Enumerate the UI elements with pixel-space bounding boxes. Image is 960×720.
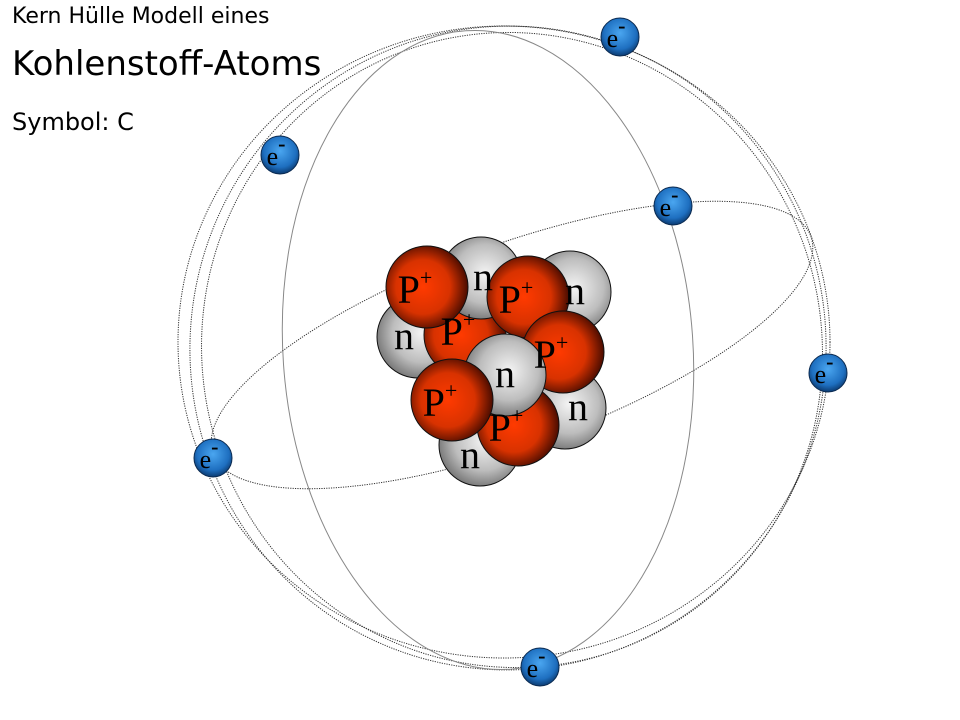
electron-sphere	[808, 353, 848, 393]
electron: e-	[600, 13, 640, 57]
proton-label: P+	[398, 265, 433, 312]
electron: e-	[193, 434, 233, 478]
title-line-2: Kohlenstoff-Atoms	[12, 44, 322, 84]
proton-sphere	[385, 245, 469, 329]
neutron-label: n	[568, 384, 588, 429]
orbit-outer-2	[189, 25, 827, 671]
electron-sphere	[260, 135, 300, 175]
neutron-label: n	[394, 313, 414, 358]
nucleus	[376, 236, 612, 487]
electron: e-	[808, 349, 848, 393]
orbit-vertical	[281, 29, 695, 671]
symbol-label: Symbol: C	[12, 108, 134, 136]
neutron-label: n	[565, 268, 585, 313]
electrons: e-e-e-e-e-e-	[193, 13, 848, 687]
orbit-outer-1	[177, 25, 831, 659]
neutron-label: n	[460, 432, 480, 477]
electron-sphere	[193, 438, 233, 478]
electron-sphere	[520, 647, 560, 687]
orbit-outer-3	[201, 31, 823, 669]
neutron-label: n	[473, 254, 493, 299]
electron: e-	[520, 643, 560, 687]
title-line-1: Kern Hülle Modell eines	[12, 4, 270, 29]
proton-sphere	[410, 358, 494, 442]
neutron-label: n	[495, 351, 515, 396]
electron: e-	[260, 131, 300, 175]
electron-sphere	[653, 186, 693, 226]
electron: e-	[653, 182, 693, 226]
electron-sphere	[600, 17, 640, 57]
